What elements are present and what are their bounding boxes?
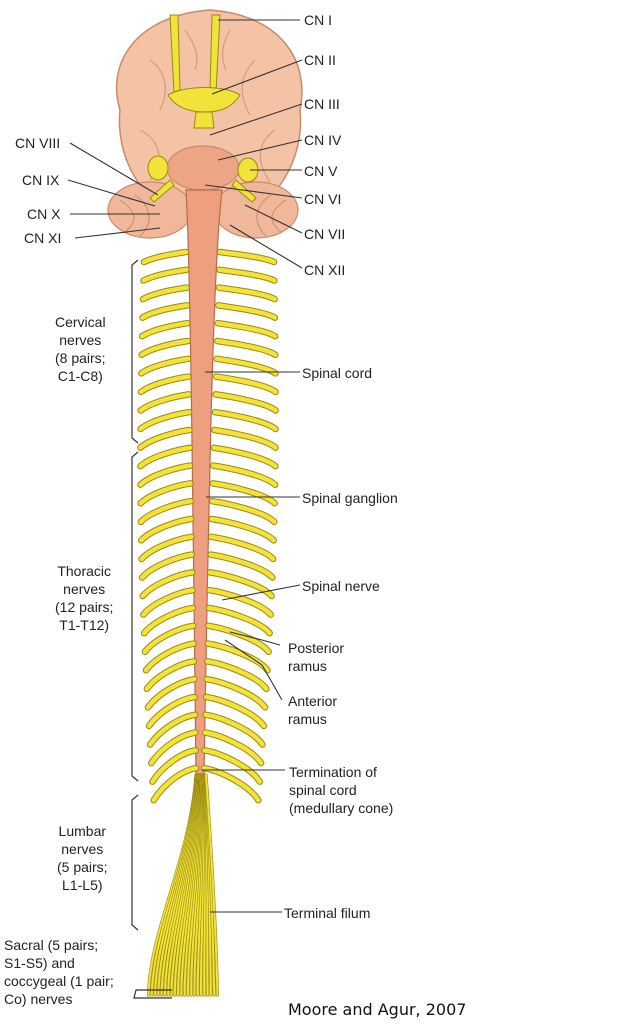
nerve-branch: [216, 285, 277, 302]
label-cn-xi: CN XI: [24, 230, 62, 246]
label-cn-iv: CN IV: [304, 132, 342, 148]
nerve-branch: [139, 320, 190, 339]
label-anterior-ramus: Anterior ramus: [288, 693, 338, 727]
nerve-branch: [138, 427, 192, 450]
nerve-branch: [206, 605, 272, 636]
nerve-branch: [150, 748, 198, 784]
nerve-branch: [138, 498, 194, 525]
nerve-branch: [149, 730, 198, 766]
nerve-branch: [140, 570, 195, 599]
nerve-branch: [208, 534, 276, 562]
nerve-branch: [214, 338, 278, 358]
nerve-branch: [211, 445, 278, 469]
nerve-branch: [205, 641, 270, 673]
nerve-branch: [141, 267, 189, 283]
nerve-branch: [209, 516, 276, 543]
nerve-branch: [202, 748, 262, 784]
label-posterior-ramus: Posterior ramus: [288, 640, 345, 674]
cranial-nerve-shapes: [147, 14, 259, 203]
nerve-branch: [211, 463, 278, 487]
nerve-branch: [147, 712, 198, 747]
cauda-equina: [146, 773, 220, 997]
nerve-branch: [217, 249, 277, 265]
label-sacral-coccygeal-nerves: Sacral (5 pairs; S1-S5) and coccygeal (1…: [4, 937, 114, 1007]
nerve-branch: [208, 552, 275, 580]
nerve-branch: [151, 765, 199, 803]
label-cn-viii: CN VIII: [15, 135, 61, 151]
label-cn-v: CN V: [304, 163, 338, 179]
label-terminal-filum: Terminal filum: [284, 905, 371, 921]
nerve-branch: [138, 374, 191, 395]
label-lumbar-nerves: Lumbar nerves (5 pairs; L1-L5): [57, 823, 108, 893]
nerve-branch: [205, 659, 269, 692]
nerve-branch: [140, 285, 189, 302]
nerve-branch: [213, 374, 278, 395]
nerve-branch: [139, 552, 195, 580]
nerve-branch: [202, 730, 264, 766]
nerve-branch: [212, 409, 278, 432]
nerve-branch: [204, 676, 268, 710]
nerve-branch: [215, 320, 278, 339]
nerve-branch: [205, 774, 219, 996]
nerve-branch: [210, 498, 277, 525]
nerve-branch: [139, 338, 190, 358]
label-cn-x: CN X: [27, 206, 61, 222]
label-cn-iii: CN III: [304, 96, 340, 112]
nerve-branch: [141, 605, 196, 636]
label-cn-ix: CN IX: [22, 172, 60, 188]
label-thoracic-nerves: Thoracic nerves (12 pairs; T1-T12): [55, 563, 114, 633]
nerve-branch: [212, 427, 278, 450]
nerve-branch: [138, 481, 193, 506]
nerve-branch: [141, 587, 195, 617]
nerve-branch: [210, 481, 277, 506]
nerve-branch: [217, 267, 277, 283]
nerve-branch: [207, 587, 273, 617]
nerve-branch: [207, 570, 274, 599]
spinal-nerves: [137, 248, 279, 804]
nerve-branch: [138, 445, 193, 469]
label-cn-vi: CN VI: [304, 191, 342, 207]
nerve-branch: [143, 641, 196, 673]
label-cn-ii: CN II: [304, 52, 336, 68]
label-termination-of-spinal-cord: Termination of spinal cord (medullary co…: [289, 764, 394, 816]
leader-lines: [67, 19, 303, 913]
nerve-branch: [139, 356, 191, 376]
nerve-branch: [216, 303, 278, 320]
label-spinal-nerve: Spinal nerve: [302, 578, 380, 594]
nerve-branch: [138, 516, 194, 543]
nerve-branch: [203, 712, 265, 747]
label-spinal-ganglion: Spinal ganglion: [302, 490, 398, 506]
region-brackets: [131, 259, 172, 999]
nerve-branch: [145, 676, 197, 710]
nerve-branch: [142, 623, 196, 654]
label-spinal-cord: Spinal cord: [302, 365, 373, 381]
nerve-branch: [203, 694, 267, 729]
nerve-branch: [140, 303, 190, 320]
nerve-branch: [138, 463, 193, 487]
nerve-branch: [144, 659, 197, 692]
nerve-branch: [213, 392, 278, 413]
nerve-branch: [141, 249, 189, 265]
label-cn-vii: CN VII: [304, 226, 346, 242]
label-cervical-nerves: Cervical nerves (8 pairs; C1-C8): [55, 314, 106, 384]
nerve-branch: [138, 409, 192, 432]
label-cn-xii: CN XII: [304, 262, 346, 278]
nerve-branch: [138, 392, 192, 413]
nerve-branch: [146, 694, 197, 729]
label-cn-i: CN I: [304, 12, 332, 28]
nerve-branch: [139, 534, 194, 562]
nerve-branch: [201, 765, 261, 803]
credit-citation: Moore and Agur, 2007: [288, 1000, 467, 1019]
